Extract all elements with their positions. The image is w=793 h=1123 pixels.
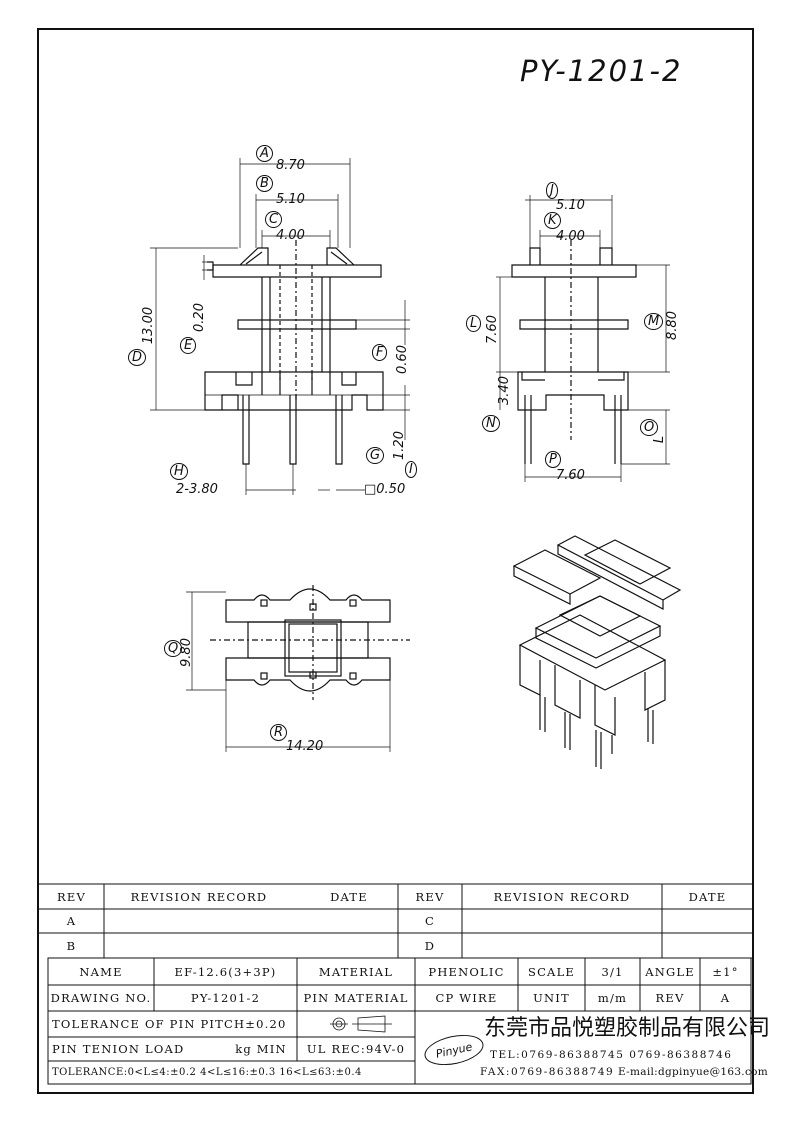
- dim-value-e: 0.20: [191, 303, 207, 332]
- top-view: [186, 585, 410, 752]
- rev-header-left: REV: [57, 889, 86, 904]
- drawing-sheet-border: [37, 28, 754, 1094]
- material-label: MATERIAL: [318, 964, 394, 979]
- company-name: 东莞市品悦塑胶制品有限公司: [484, 1016, 771, 1041]
- angle-label: ANGLE: [645, 964, 695, 979]
- date-header-right: DATE: [688, 889, 727, 904]
- isometric-view: [512, 535, 682, 769]
- dim-label-j: J: [546, 182, 558, 199]
- revision-row-d: D: [424, 938, 436, 953]
- scale-label: SCALE: [527, 964, 575, 979]
- revision-record-header-left: REVISION RECORD: [130, 889, 268, 904]
- dim-value-r: 14.20: [286, 739, 324, 754]
- dim-value-h: 2-3.80: [176, 482, 218, 497]
- company-email: E-mail:dgpinyue@163.com: [618, 1066, 769, 1078]
- tolerance-range: TOLERANCE:0<L≤4:±0.2 4<L≤16:±0.3 16<L≤63…: [52, 1067, 362, 1078]
- pin-material-label: PIN MATERIAL: [303, 991, 409, 1005]
- dim-value-q: 9.80: [178, 638, 194, 667]
- dim-value-i: □0.50: [364, 482, 406, 497]
- title-block-grid: [47, 957, 752, 1085]
- side-view: [496, 195, 670, 482]
- revision-row-a: A: [66, 914, 77, 928]
- dim-label-f: F: [372, 344, 388, 361]
- dim-value-k: 4.00: [556, 229, 585, 244]
- scale-value: 3/1: [601, 964, 624, 979]
- dim-label-p: P: [545, 451, 561, 468]
- drawing-no-value: PY-1201-2: [190, 991, 261, 1005]
- dim-value-g: 1.20: [391, 431, 407, 460]
- material-value: PHENOLIC: [428, 964, 505, 979]
- company-fax: FAX:0769-86388749: [480, 1066, 615, 1078]
- dim-label-a: A: [256, 145, 273, 162]
- tolerance-pin-pitch: TOLERANCE OF PIN PITCH±0.20: [52, 1017, 287, 1031]
- unit-label: UNIT: [533, 991, 570, 1005]
- dim-value-c: 4.00: [276, 228, 305, 243]
- dim-label-d: D: [128, 349, 147, 366]
- pin-material-value: CP WIRE: [435, 991, 498, 1005]
- dim-value-l: 7.60: [484, 315, 500, 344]
- front-view: [150, 158, 410, 495]
- pin-tension-value: kg MIN: [235, 1042, 287, 1056]
- dim-value-j: 5.10: [556, 198, 585, 213]
- dim-value-a: 8.70: [276, 158, 305, 173]
- revision-row-b: B: [66, 938, 77, 953]
- dim-label-k: K: [544, 212, 561, 229]
- angle-value: ±1°: [712, 964, 739, 979]
- date-header-left: DATE: [330, 889, 368, 904]
- dim-label-m: M: [644, 313, 664, 330]
- dim-label-i: I: [405, 461, 417, 478]
- unit-value: m/m: [597, 991, 628, 1005]
- company-tel: TEL:0769-86388745 0769-86388746: [490, 1049, 733, 1061]
- dim-label-b: B: [256, 175, 273, 192]
- name-label: NAME: [79, 964, 123, 979]
- pin-tension-label: PIN TENION LOAD: [52, 1042, 185, 1056]
- dim-value-b: 5.10: [276, 192, 305, 207]
- rev-value: A: [720, 991, 731, 1005]
- dim-value-m: 8.80: [664, 311, 680, 340]
- ul-rec: UL REC:94V-0: [306, 1042, 406, 1056]
- dim-value-n: 3.40: [496, 376, 512, 405]
- rev-label: REV: [655, 991, 685, 1005]
- dim-value-o: L: [652, 435, 668, 444]
- dim-label-r: R: [270, 724, 288, 741]
- drawing-no-label: DRAWING NO.: [50, 991, 152, 1005]
- dim-label-g: G: [366, 447, 385, 464]
- name-value: EF-12.6(3+3P): [174, 964, 277, 979]
- rev-header-right: REV: [415, 889, 445, 904]
- dim-value-f: 0.60: [394, 345, 410, 374]
- dim-label-h: H: [170, 463, 188, 480]
- dim-label-o: O: [640, 419, 659, 436]
- dim-value-p: 7.60: [556, 468, 585, 483]
- dim-label-e: E: [180, 337, 197, 354]
- dim-label-n: N: [482, 415, 500, 432]
- dim-label-c: C: [265, 211, 283, 228]
- revision-record-header-right: REVISION RECORD: [493, 889, 631, 904]
- dim-label-q: Q: [164, 640, 183, 657]
- part-number-title: PY-1201-2: [520, 54, 683, 88]
- dim-label-l: L: [466, 315, 482, 332]
- dim-value-d: 13.00: [141, 306, 157, 345]
- revision-row-c: C: [425, 914, 435, 928]
